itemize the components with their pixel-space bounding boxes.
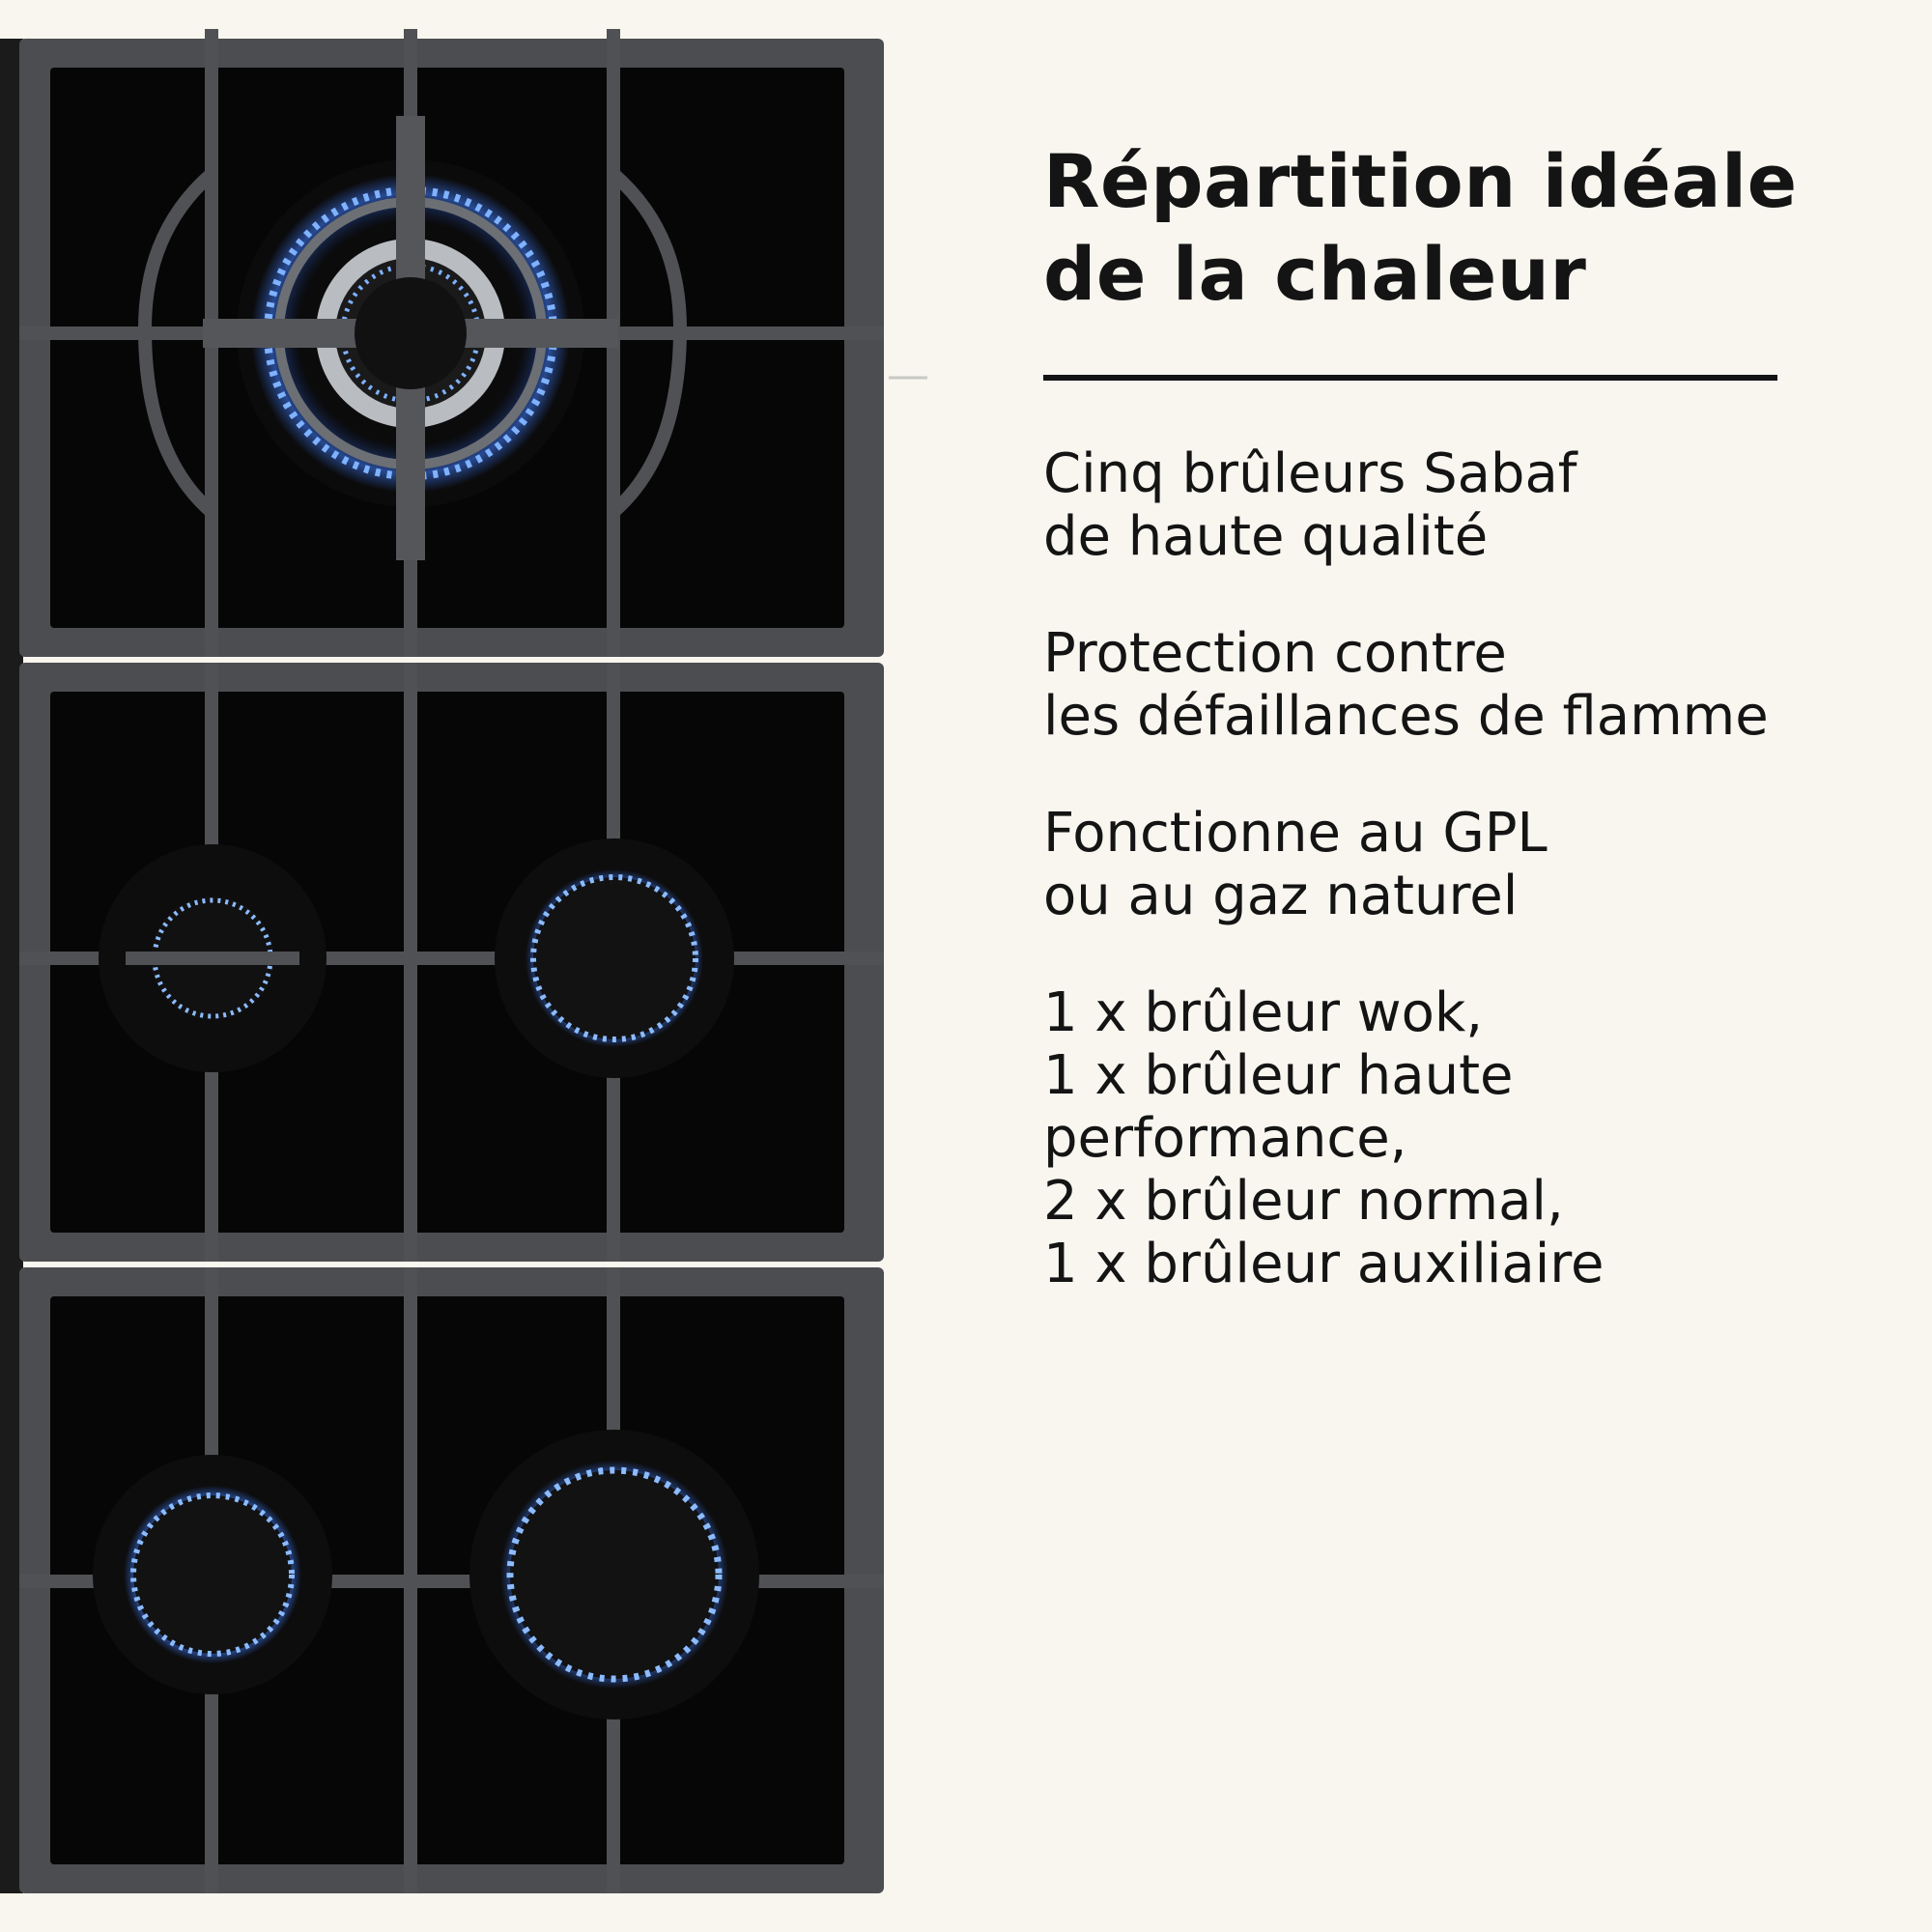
high-performance-burner: [469, 1430, 759, 1719]
feature-line: 1 x brûleur wok,: [1043, 981, 1484, 1044]
feature-list: Cinq brûleurs Sabaf de haute qualité Pro…: [1043, 442, 1893, 1350]
feature-line: Cinq brûleurs Sabaf: [1043, 442, 1577, 505]
normal-burner-1: [495, 838, 734, 1078]
heading-divider: [1043, 375, 1777, 381]
feature-item: Protection contre les défaillances de fl…: [1043, 622, 1893, 748]
feature-line: 2 x brûleur normal,: [1043, 1170, 1564, 1233]
feature-line: 1 x brûleur auxiliaire: [1043, 1233, 1605, 1295]
heading-line-1: Répartition idéale: [1043, 138, 1798, 224]
wok-burner: [137, 116, 688, 560]
feature-item: Fonctionne au GPL ou au gaz naturel: [1043, 802, 1893, 927]
feature-item: Cinq brûleurs Sabaf de haute qualité: [1043, 442, 1893, 568]
feature-line: Protection contre: [1043, 622, 1507, 685]
feature-line: ou au gaz naturel: [1043, 865, 1519, 927]
feature-item: 1 x brûleur wok, 1 x brûleur haute perfo…: [1043, 981, 1893, 1295]
feature-line: les défaillances de flamme: [1043, 685, 1769, 748]
feature-line: Fonctionne au GPL: [1043, 802, 1548, 865]
heading: Répartition idéale de la chaleur: [1043, 135, 1874, 321]
heading-line-2: de la chaleur: [1043, 231, 1587, 317]
feature-line: 1 x brûleur haute: [1043, 1044, 1514, 1107]
feature-line: de haute qualité: [1043, 505, 1489, 568]
gas-hob-image: [0, 29, 927, 1893]
normal-burner-2: [93, 1455, 332, 1694]
feature-line: performance,: [1043, 1107, 1407, 1170]
auxiliary-burner: [99, 844, 327, 1072]
